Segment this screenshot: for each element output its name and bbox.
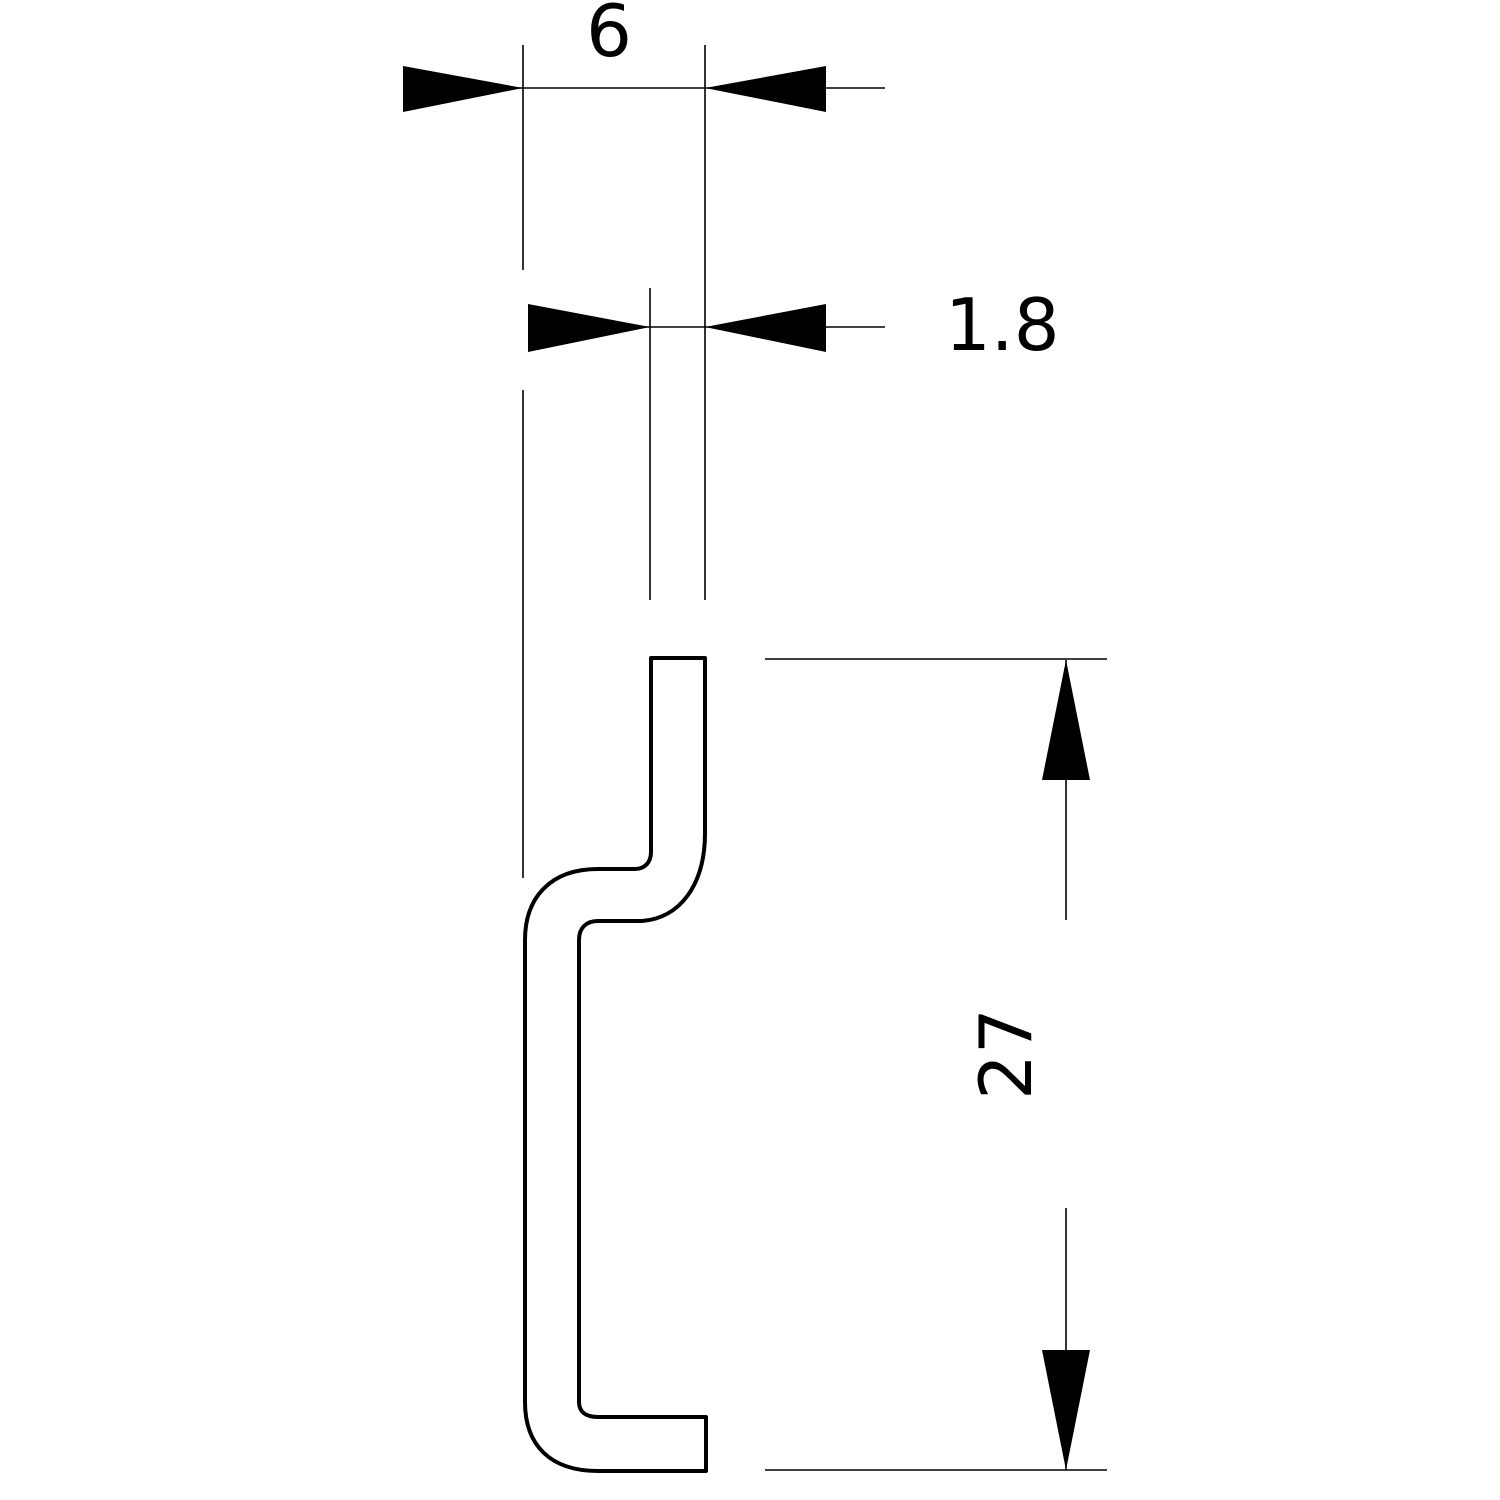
dimension-label-thickness: 1.8 [945,283,1060,367]
dimension-thickness: 1.8 [522,283,1060,878]
arrow-down-height [1042,1350,1090,1470]
dimension-label-width: 6 [586,0,632,73]
arrow-right-thickness [705,304,826,352]
arrow-up-height [1042,660,1090,780]
dimension-overall-width: 6 [403,0,885,600]
dimension-label-height: 27 [964,1008,1048,1100]
arrow-left-width [403,66,523,112]
arrow-left-thickness [528,304,650,352]
dimension-height: 27 [765,658,1107,1471]
arrow-right-width [705,66,826,112]
rail-profile-section [523,656,708,1473]
